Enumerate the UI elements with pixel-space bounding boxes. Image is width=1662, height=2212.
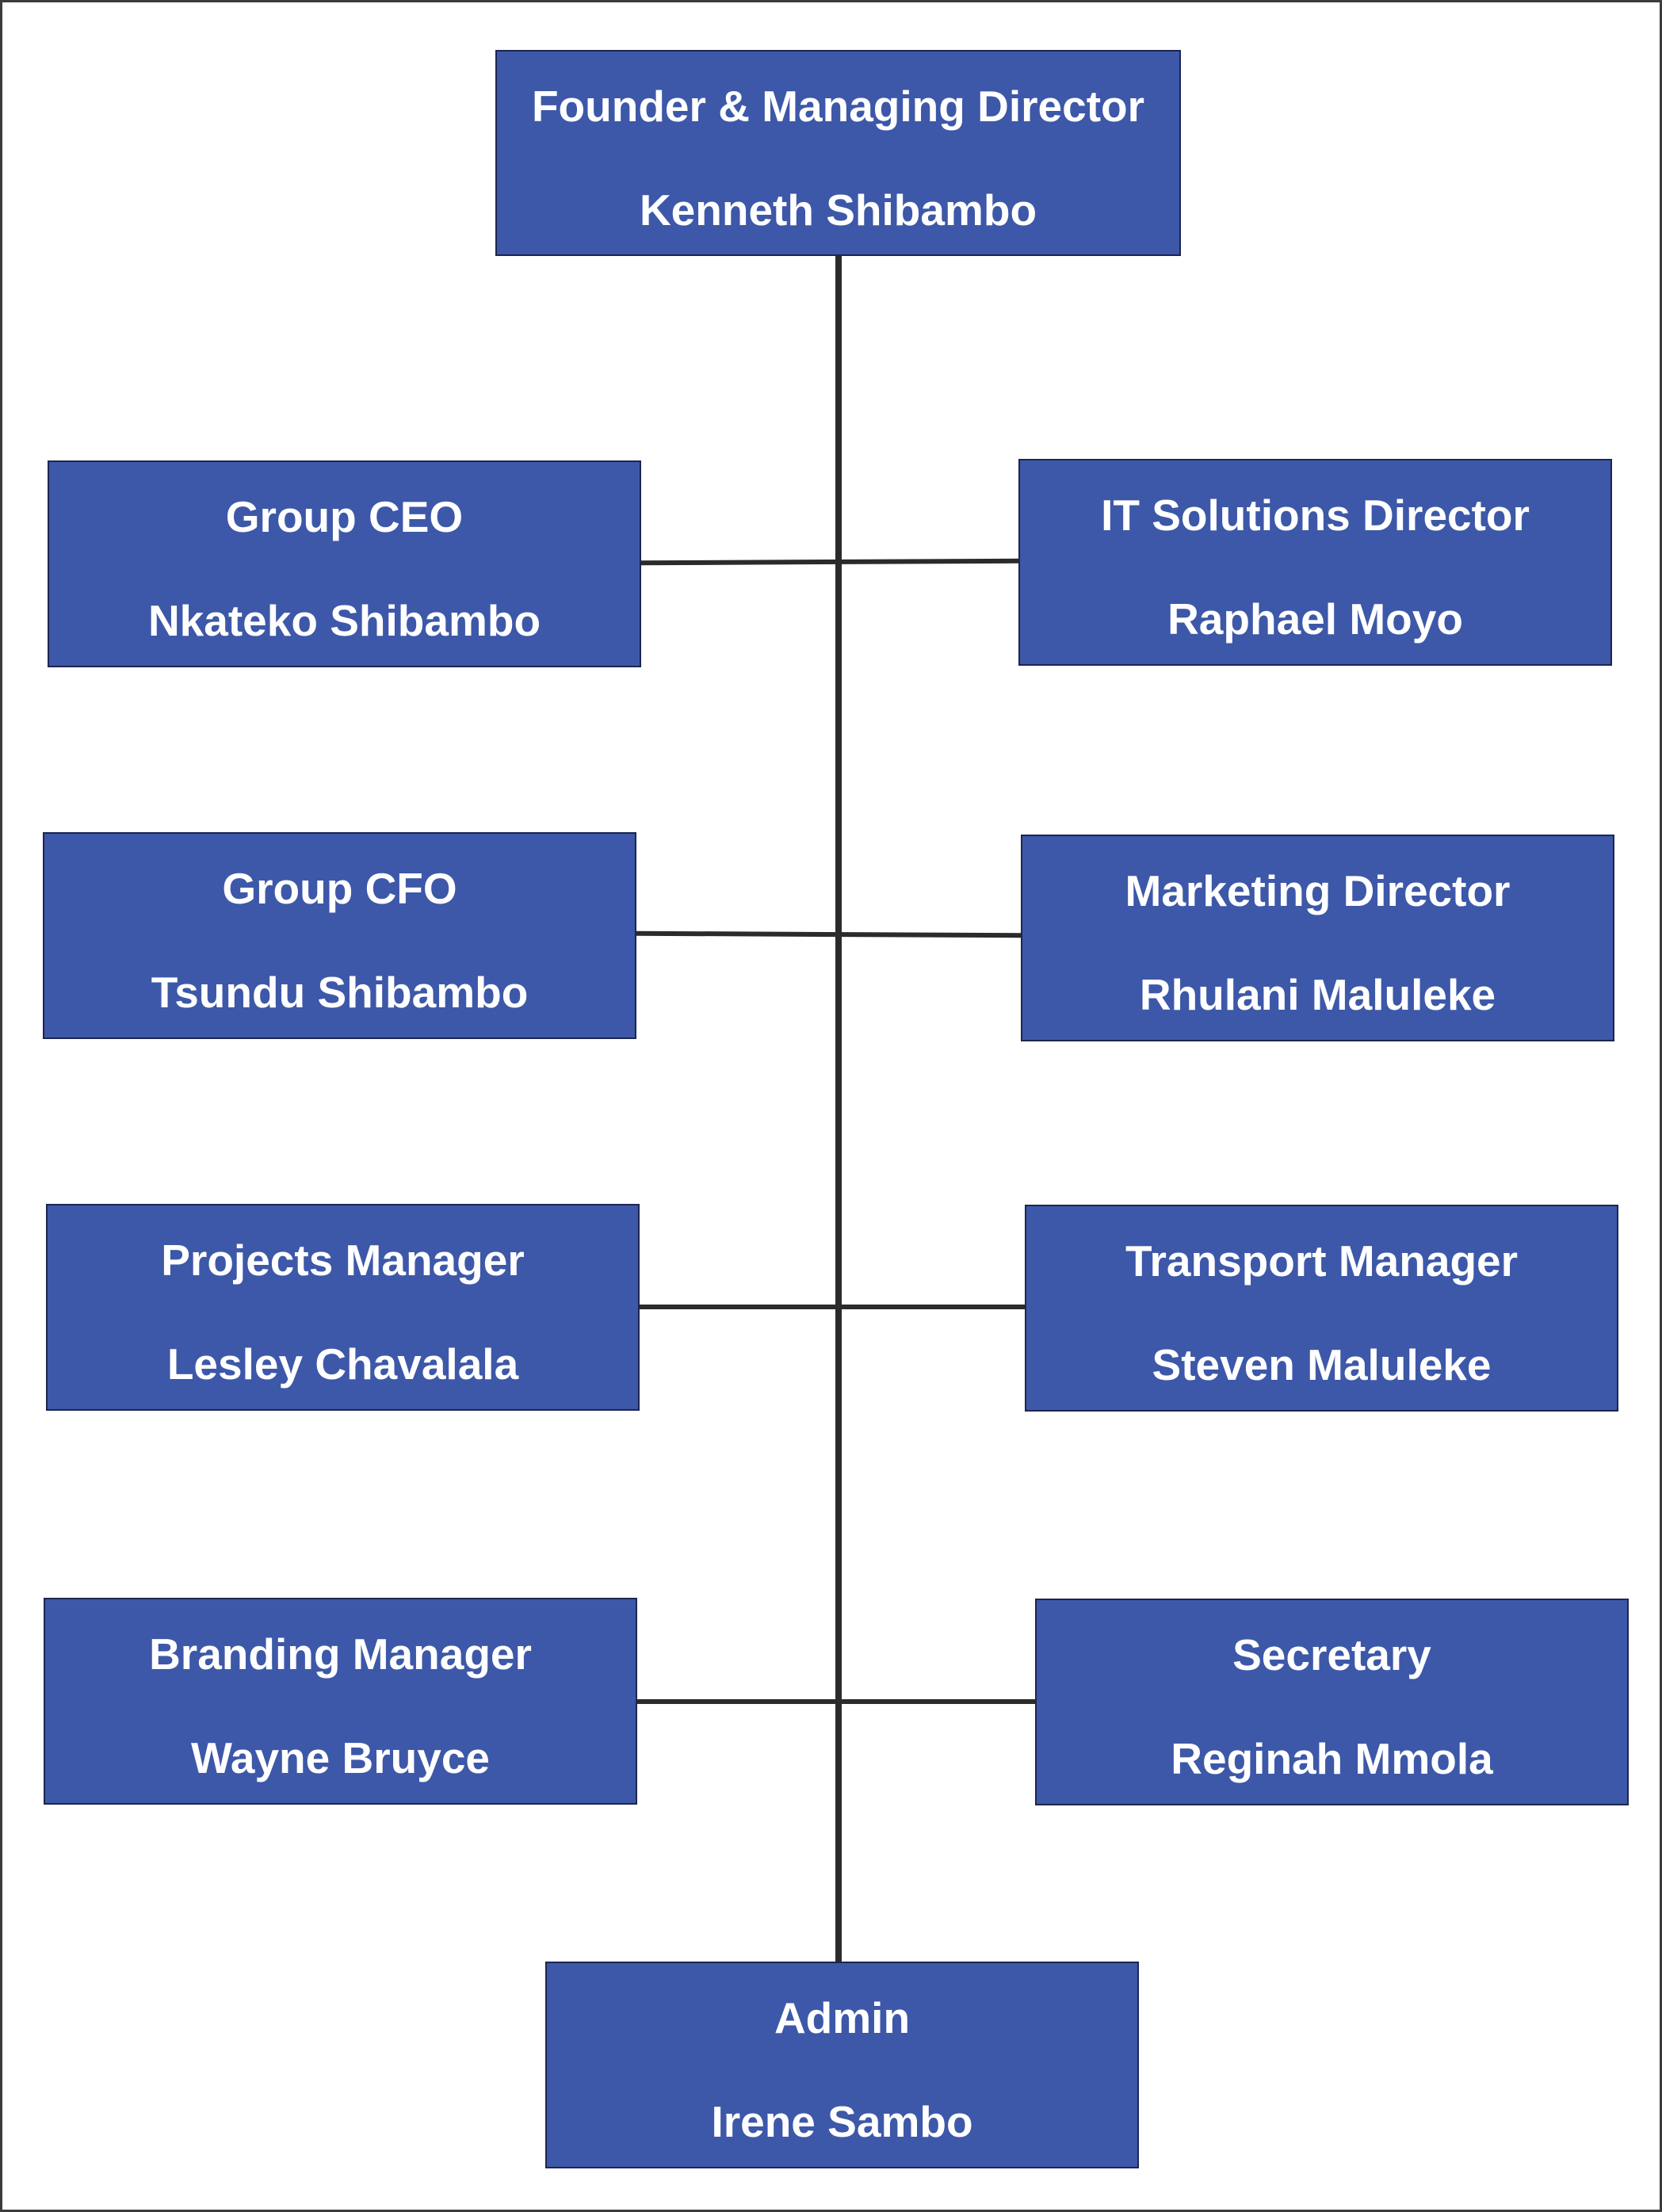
branding-manager-box: Branding Manager Wayne Bruyce (44, 1598, 637, 1805)
founder-name: Kenneth Shibambo (639, 185, 1037, 235)
group-ceo-role: Group CEO (225, 492, 464, 541)
branch-connector-row-4 (635, 1699, 1036, 1704)
it-solutions-director-role: IT Solutions Director (1101, 491, 1530, 540)
group-ceo-box: Group CEO Nkateko Shibambo (48, 460, 641, 667)
group-cfo-role: Group CFO (222, 864, 457, 913)
secretary-role: Secretary (1232, 1630, 1431, 1679)
transport-manager-box: Transport Manager Steven Maluleke (1025, 1205, 1618, 1412)
founder-box: Founder & Managing Director Kenneth Shib… (495, 50, 1181, 256)
projects-manager-name: Lesley Chavalala (166, 1339, 519, 1389)
group-cfo-box: Group CFO Tsundu Shibambo (43, 832, 636, 1039)
admin-name: Irene Sambo (711, 2097, 973, 2146)
admin-box: Admin Irene Sambo (545, 1962, 1139, 2168)
marketing-director-role: Marketing Director (1125, 866, 1511, 915)
secretary-box: Secretary Reginah Mmola (1035, 1599, 1629, 1805)
it-solutions-director-name: Raphael Moyo (1167, 594, 1463, 644)
trunk-connector (835, 254, 842, 1963)
projects-manager-box: Projects Manager Lesley Chavalala (46, 1204, 640, 1411)
transport-manager-role: Transport Manager (1125, 1236, 1519, 1286)
admin-role: Admin (774, 1993, 911, 2042)
branch-connector-row-3 (638, 1305, 1026, 1309)
transport-manager-name: Steven Maluleke (1152, 1340, 1492, 1389)
secretary-name: Reginah Mmola (1171, 1734, 1493, 1783)
marketing-director-box: Marketing Director Rhulani Maluleke (1021, 835, 1614, 1041)
founder-role: Founder & Managing Director (531, 82, 1145, 131)
group-cfo-name: Tsundu Shibambo (151, 968, 529, 1017)
branch-connector-row-2 (634, 930, 1022, 938)
marketing-director-name: Rhulani Maluleke (1139, 970, 1496, 1019)
branch-connector-row-1 (639, 558, 1021, 566)
projects-manager-role: Projects Manager (161, 1236, 525, 1285)
branding-manager-name: Wayne Bruyce (191, 1733, 490, 1782)
branding-manager-role: Branding Manager (149, 1629, 532, 1679)
group-ceo-name: Nkateko Shibambo (147, 596, 541, 645)
it-solutions-director-box: IT Solutions Director Raphael Moyo (1018, 459, 1612, 666)
